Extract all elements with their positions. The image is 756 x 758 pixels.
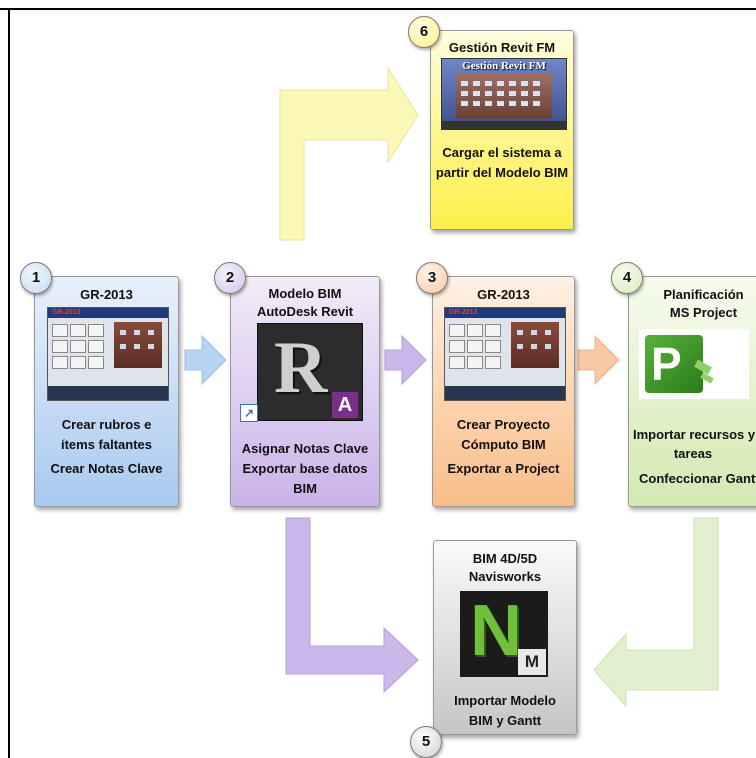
ms-project-logo-icon: P bbox=[639, 329, 749, 399]
step-2-box: Modelo BIM AutoDesk Revit R A ↗ Asignar … bbox=[230, 276, 380, 507]
step-2-desc-3: BIM bbox=[293, 481, 317, 496]
step-5-desc-2: BIM y Gantt bbox=[468, 713, 542, 728]
arrow-2-to-6 bbox=[279, 66, 419, 241]
step-4-number-badge: 4 bbox=[611, 262, 643, 294]
building-icon bbox=[456, 73, 552, 119]
revit-logo-icon: R A ↗ bbox=[240, 323, 363, 422]
step-1-box: GR-2013 GR-2013 Crear rubros e ítems fal… bbox=[34, 276, 179, 507]
step-3-desc-1: Crear Proyecto bbox=[456, 417, 551, 432]
step-2-title-2: AutoDesk Revit bbox=[256, 304, 354, 319]
step-3-desc-2: Cómputo BIM bbox=[461, 437, 546, 452]
step-4-title-1: Planificación bbox=[663, 287, 744, 302]
step-6-title-1: Gestión Revit FM bbox=[448, 40, 556, 55]
arrow-4-to-5 bbox=[593, 517, 719, 708]
frame-border-left bbox=[8, 8, 10, 758]
step-4-box: Planificación MS Project P Importar recu… bbox=[628, 276, 756, 507]
step-5-desc-1: Importar Modelo bbox=[454, 693, 556, 708]
step-6-desc-1: Cargar el sistema a bbox=[442, 145, 562, 160]
gr-2013-screenshot-image: GR-2013 bbox=[47, 307, 169, 401]
frame-border-top bbox=[0, 8, 756, 10]
step-3-title-1: GR-2013 bbox=[477, 287, 530, 302]
step-4-desc-1: Importar recursos y bbox=[633, 427, 756, 442]
gr-2013-screenshot-image: GR-2013 bbox=[444, 307, 566, 401]
arrow-2-to-3 bbox=[384, 334, 427, 386]
step-1-number-badge: 1 bbox=[20, 262, 52, 294]
step-6-desc-2: partir del Modelo BIM bbox=[435, 165, 569, 180]
gestion-revit-fm-image: Gestión Revit FM bbox=[441, 58, 567, 130]
step-3-box: GR-2013 GR-2013 Crear Proyecto Cómputo B… bbox=[432, 276, 575, 507]
arrow-1-to-2 bbox=[184, 334, 227, 386]
step-1-title-1: GR-2013 bbox=[80, 287, 133, 302]
navisworks-logo-letter: N bbox=[470, 591, 522, 671]
step-3-number-badge: 3 bbox=[416, 262, 448, 294]
navisworks-logo-icon: N M bbox=[460, 591, 548, 677]
step-1-desc-3: Crear Notas Clave bbox=[50, 461, 163, 476]
step-2-desc-2: Exportar base datos bbox=[242, 461, 368, 476]
step-2-number-badge: 2 bbox=[214, 262, 246, 294]
step-1-desc-2: ítems faltantes bbox=[60, 437, 153, 452]
arrow-3-to-4 bbox=[577, 334, 620, 386]
arrow-2-to-5 bbox=[285, 517, 419, 694]
step-4-desc-3: Confeccionar Gantt bbox=[639, 471, 756, 486]
step-5-box: BIM 4D/5D Navisworks N M Importar Modelo… bbox=[433, 540, 577, 735]
navisworks-badge-letter: M bbox=[518, 649, 546, 675]
gestion-revit-fm-image-caption: Gestión Revit FM bbox=[462, 60, 546, 72]
autodesk-badge-letter: A bbox=[332, 392, 358, 418]
step-1-desc-1: Crear rubros e bbox=[61, 417, 152, 432]
shortcut-arrow-icon: ↗ bbox=[240, 404, 258, 422]
step-4-title-2: MS Project bbox=[669, 305, 738, 320]
ms-project-logo-letter: P bbox=[651, 338, 682, 390]
step-4-desc-2: tareas bbox=[673, 446, 713, 461]
step-2-desc-1: Asignar Notas Clave bbox=[241, 441, 369, 456]
step-3-desc-3: Exportar a Project bbox=[447, 461, 560, 476]
step-6-number-badge: 6 bbox=[408, 16, 440, 48]
step-2-title-1: Modelo BIM bbox=[268, 286, 342, 301]
step-5-title-1: BIM 4D/5D bbox=[472, 551, 538, 566]
step-5-number-badge: 5 bbox=[410, 726, 442, 758]
step-5-title-2: Navisworks bbox=[468, 569, 542, 584]
revit-logo-letter: R bbox=[274, 327, 328, 409]
step-6-box: Gestión Revit FM Gestión Revit FM Cargar… bbox=[430, 30, 574, 230]
